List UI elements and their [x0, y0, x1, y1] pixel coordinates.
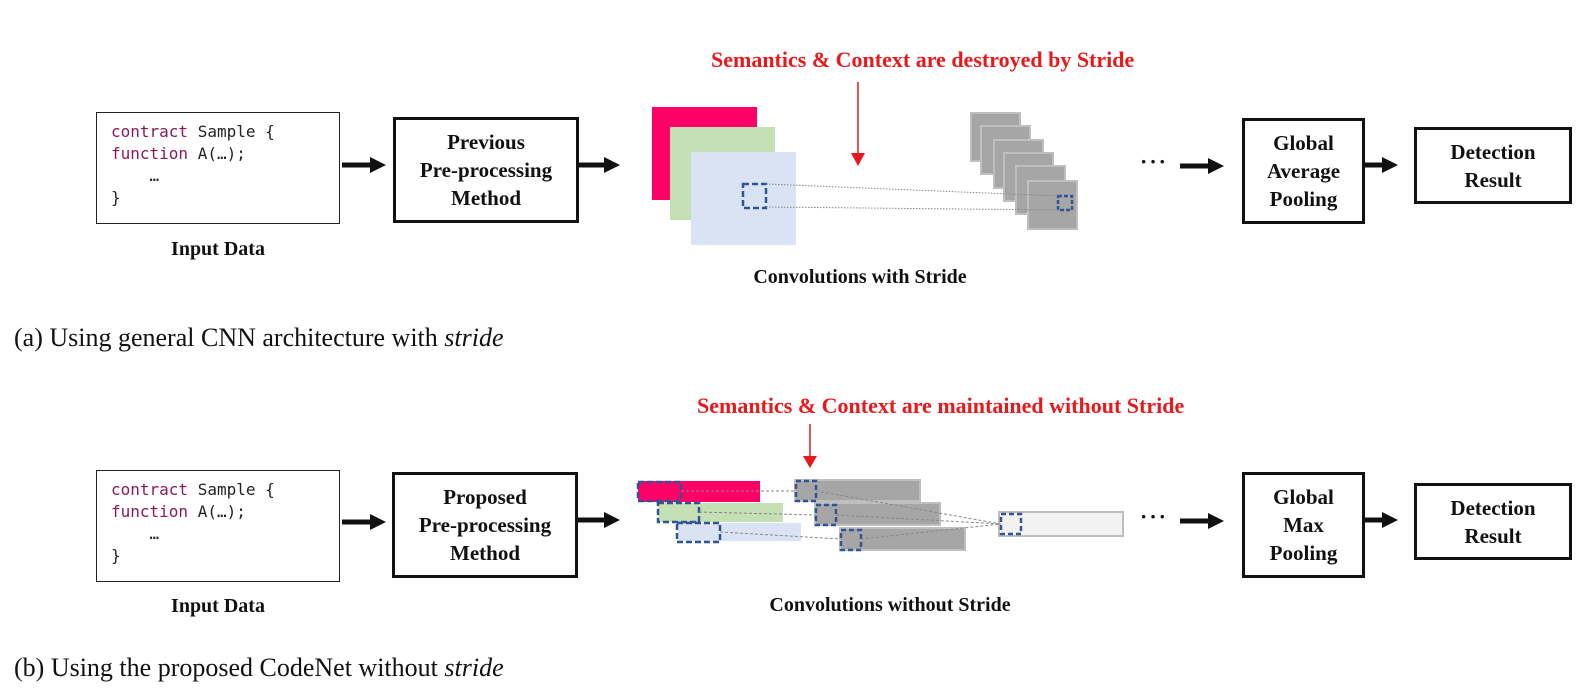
code-keyword: function [111, 144, 189, 163]
feature-map [839, 527, 966, 551]
box-line: Global [1273, 485, 1334, 509]
connector-line [815, 490, 1002, 525]
code-text: … [111, 166, 160, 185]
feature-map [814, 502, 941, 526]
channel-blue [691, 152, 796, 245]
code-text: A(…); [188, 144, 246, 163]
input-data-label-a: Input Data [171, 238, 265, 260]
pooling-box-a: Global Average Pooling [1242, 118, 1365, 224]
preprocess-box-a: Previous Pre-processing Method [393, 117, 579, 223]
ellipsis-a: ··· [1140, 149, 1169, 174]
arrow-head [370, 514, 386, 530]
connector-line [835, 514, 1002, 525]
input-data-label-b: Input Data [171, 595, 265, 617]
code-line: } [111, 545, 339, 567]
caption-a: (a) Using general CNN architecture with … [14, 323, 504, 353]
output-cell [999, 512, 1023, 536]
box-line: Detection [1450, 495, 1536, 520]
annotation-text-b: Semantics & Context are maintained witho… [697, 393, 1185, 418]
output-feature [998, 511, 1124, 537]
code-line: contract Sample { [111, 121, 339, 143]
kernel-window [839, 528, 863, 552]
kernel-window [794, 479, 818, 503]
kernel-window [741, 182, 768, 210]
conv-label-a: Convolutions with Stride [753, 266, 967, 288]
panel-b-arrows [342, 512, 1398, 530]
feature-map [1027, 180, 1078, 230]
connector-line [698, 511, 817, 516]
feature-map [794, 479, 921, 502]
feature-maps-b [794, 479, 1124, 552]
kernel-window [636, 480, 683, 503]
box-line: Result [1464, 167, 1522, 192]
caption-text: (a) Using general CNN architecture with [14, 323, 445, 352]
code-line: … [111, 523, 339, 545]
preprocess-box-b: Proposed Pre-processing Method [392, 472, 578, 578]
result-box-b: Detection Result [1414, 483, 1572, 560]
box-line: Average [1266, 159, 1341, 183]
code-line: } [111, 187, 339, 209]
kernel-window [675, 521, 722, 544]
arrow-head [1208, 158, 1224, 174]
annotation-text-a: Semantics & Context are destroyed by Str… [711, 47, 1135, 72]
feature-maps-a [970, 112, 1078, 230]
box-line: Pooling [1269, 187, 1338, 211]
result-box-a: Detection Result [1414, 127, 1572, 204]
caption-b: (b) Using the proposed CodeNet without s… [14, 653, 504, 683]
box-line: Max [1283, 513, 1324, 537]
arrow-head [370, 157, 386, 173]
input-channels-b [636, 480, 801, 544]
input-code-box-b: contract Sample { function A(…); … } [96, 470, 340, 582]
arrow-head [1208, 513, 1224, 529]
ellipsis-b: ··· [1140, 504, 1169, 529]
code-text: } [111, 546, 121, 565]
connector-line [860, 523, 1002, 540]
connector-line [765, 206, 1061, 211]
kernel-window [814, 503, 838, 527]
code-text: Sample { [188, 480, 275, 499]
code-line: function A(…); [111, 501, 339, 523]
caption-italic: stride [444, 653, 504, 682]
connector-line [765, 183, 1061, 197]
code-keyword: contract [111, 480, 189, 499]
caption-text: (b) Using the proposed CodeNet without [14, 653, 445, 682]
box-line: Pre-processing [419, 158, 553, 182]
box-line: Global [1273, 131, 1334, 155]
code-text: A(…); [188, 502, 246, 521]
input-code-box-a: contract Sample { function A(…); … } [96, 112, 340, 224]
box-line: Pooling [1269, 541, 1338, 565]
annotation-arrow-head-a [851, 153, 865, 166]
box-line: Method [450, 541, 520, 565]
code-text: Sample { [188, 122, 275, 141]
box-line: Proposed [443, 485, 527, 509]
code-keyword: function [111, 502, 189, 521]
arrow-head [604, 512, 620, 528]
channel-blue [678, 523, 801, 541]
arrow-head [604, 157, 620, 173]
caption-italic: stride [444, 323, 504, 352]
code-text: … [111, 524, 160, 543]
connector-line [719, 531, 842, 540]
code-line: function A(…); [111, 143, 339, 165]
code-keyword: contract [111, 122, 189, 141]
box-line: Result [1464, 523, 1522, 548]
box-line: Pre-processing [418, 513, 552, 537]
pooling-box-b: Global Max Pooling [1242, 472, 1365, 578]
arrow-head [1382, 157, 1398, 173]
box-line: Detection [1450, 139, 1536, 164]
box-line: Method [451, 186, 521, 210]
input-channels-a [652, 107, 796, 245]
connectors-b [681, 490, 1002, 540]
conv-label-b: Convolutions without Stride [769, 594, 1011, 616]
box-line: Previous [447, 130, 525, 154]
code-line: … [111, 165, 339, 187]
output-cell [1056, 194, 1074, 212]
arrow-head [1382, 512, 1398, 528]
annotation-arrow-head-b [803, 456, 817, 468]
code-text: } [111, 188, 121, 207]
code-line: contract Sample { [111, 479, 339, 501]
